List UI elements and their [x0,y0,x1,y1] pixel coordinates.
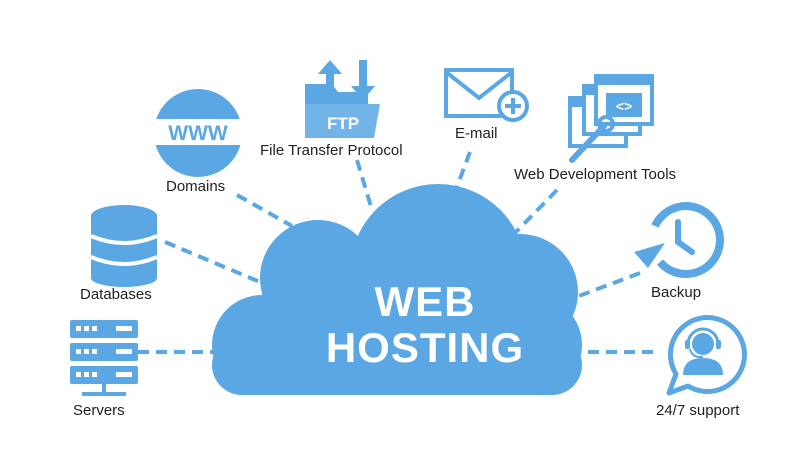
label-webdev: Web Development Tools [514,166,677,183]
web-hosting-cloud [212,184,582,395]
www-badge: WWW [168,122,228,145]
label-servers: Servers [73,402,125,419]
server-rack-icon [70,320,138,396]
label-support: 24/7 support [656,402,740,419]
connector-webdev [510,188,559,238]
cloud-title-hosting: HOSTING [325,324,525,371]
backup-clock-icon [634,202,724,279]
connector-ftp [355,159,374,211]
connector-databases [164,240,261,284]
ftp-folder-icon: FTP [305,60,380,138]
cloud-title-web: WEB [374,278,476,325]
support-headset-icon [666,315,747,396]
label-databases: Databases [80,286,152,303]
web-dev-tools-icon: <> [568,74,654,163]
label-backup: Backup [651,284,702,301]
label-domains: Domains [166,178,226,195]
code-badge: <> [616,98,632,114]
label-ftp: File Transfer Protocol [260,142,403,159]
label-email: E-mail [455,125,498,142]
email-add-icon [444,68,529,122]
www-globe-icon: WWW [151,89,245,177]
connector-domains [236,193,293,228]
database-icon [90,205,158,287]
ftp-badge: FTP [327,114,359,133]
